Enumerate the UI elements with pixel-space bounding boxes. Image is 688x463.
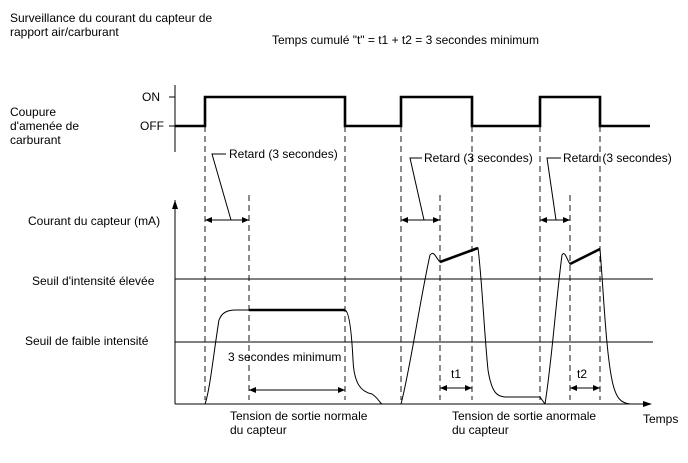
fuel-cut-label-line2: d'amenée de [10, 119, 79, 133]
off-label: OFF [140, 119, 164, 133]
arrowhead [440, 385, 447, 391]
current-axis-arrowhead [172, 200, 178, 209]
formula-text: Temps cumulé "t" = t1 + t2 = 3 secondes … [272, 33, 539, 47]
normal-output-label-line2: du capteur [230, 423, 287, 437]
arrowhead [465, 385, 472, 391]
delay-leader-2 [409, 157, 425, 221]
arrowhead [401, 217, 408, 223]
on-label: ON [142, 90, 160, 104]
arrowhead [205, 217, 212, 223]
diagram-title-line1: Surveillance du courant du capteur de [10, 11, 212, 25]
arrowhead [540, 217, 547, 223]
delay-label-3: Retard (3 secondes) [563, 151, 672, 165]
abnormal-output-label-line2: du capteur [452, 423, 509, 437]
fuel-cut-label-line3: carburant [10, 133, 61, 147]
time-axis-label: Temps [643, 412, 678, 426]
normal-current-curve [204, 309, 383, 405]
time-axis-arrowhead [643, 401, 652, 407]
fuel-cut-signal [175, 95, 650, 128]
arrowhead [242, 217, 249, 223]
normal-output-label-line1: Tension de sortie normale [230, 409, 368, 423]
delay-leader-3 [546, 157, 561, 221]
high-threshold-label: Seuil d'intensité élevée [32, 274, 155, 288]
low-threshold-label: Seuil de faible intensité [25, 334, 149, 348]
delay-label-1: Retard (3 secondes) [229, 147, 338, 161]
arrowhead [563, 217, 570, 223]
arrowhead [570, 385, 577, 391]
delay-leader-1 [211, 153, 232, 221]
arrowhead [338, 387, 345, 393]
arrowhead [433, 217, 440, 223]
t1-label: t1 [451, 367, 461, 381]
delay-label-2: Retard (3 secondes) [424, 151, 533, 165]
min-time-label: 3 secondes minimum [228, 350, 341, 364]
abnormal-current-curve-2 [544, 248, 631, 405]
diagram-title-line2: rapport air/carburant [10, 25, 119, 39]
abnormal-peak-2 [569, 247, 601, 266]
current-axis-label: Courant du capteur (mA) [28, 214, 160, 228]
t2-label: t2 [577, 367, 587, 381]
arrowhead [593, 385, 600, 391]
abnormal-peak-1 [439, 246, 479, 264]
abnormal-current-curve-1 [400, 247, 546, 405]
fuel-cut-label-line1: Coupure [10, 105, 56, 119]
arrowhead [249, 387, 256, 393]
abnormal-output-label-line1: Tension de sortie anormale [452, 409, 596, 423]
